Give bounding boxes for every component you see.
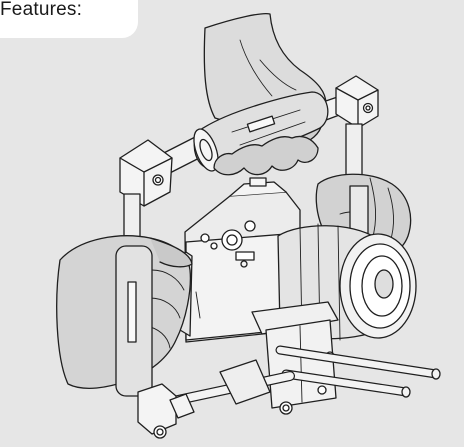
top-right-clamp: [335, 75, 379, 129]
top-left-clamp: [119, 139, 173, 207]
left-hand: [56, 235, 193, 397]
features-heading: Features:: [0, 0, 83, 20]
rig-base: [137, 301, 441, 439]
top-hand-fingers: [213, 135, 319, 176]
features-tab: Features:: [0, 0, 138, 38]
